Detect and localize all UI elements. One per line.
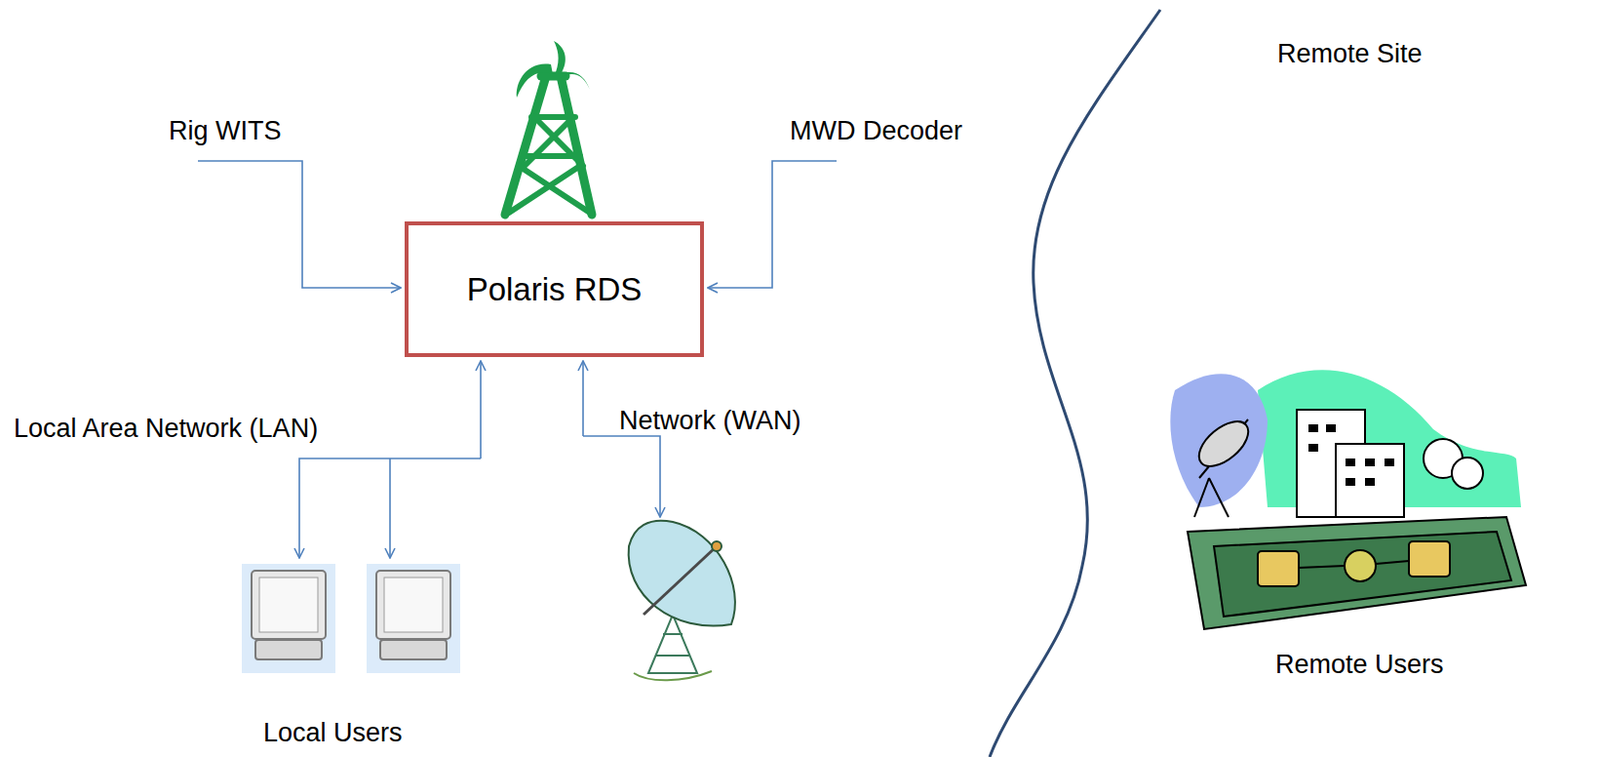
site-separator	[989, 9, 1161, 757]
input-label: MWD Decoder	[789, 117, 963, 147]
monitor-icon	[241, 563, 336, 673]
oil-plume	[516, 40, 590, 98]
network-label: Network (WAN)	[619, 406, 802, 436]
monitor-icon	[366, 563, 461, 673]
remote-site-icon	[1170, 369, 1526, 629]
site-label: Remote Site	[1277, 39, 1423, 70]
satellite-dish-icon	[628, 520, 736, 681]
node-title: Polaris RDS	[467, 271, 643, 309]
signal-wires	[197, 160, 837, 558]
network-label: Local Area Network (LAN)	[13, 414, 318, 444]
input-label: Rig WITS	[168, 117, 282, 147]
user-label: Local Users	[263, 718, 403, 748]
derrick-icon	[505, 76, 592, 215]
user-label: Remote Users	[1275, 650, 1444, 680]
system-box: Polaris RDS	[404, 221, 704, 357]
